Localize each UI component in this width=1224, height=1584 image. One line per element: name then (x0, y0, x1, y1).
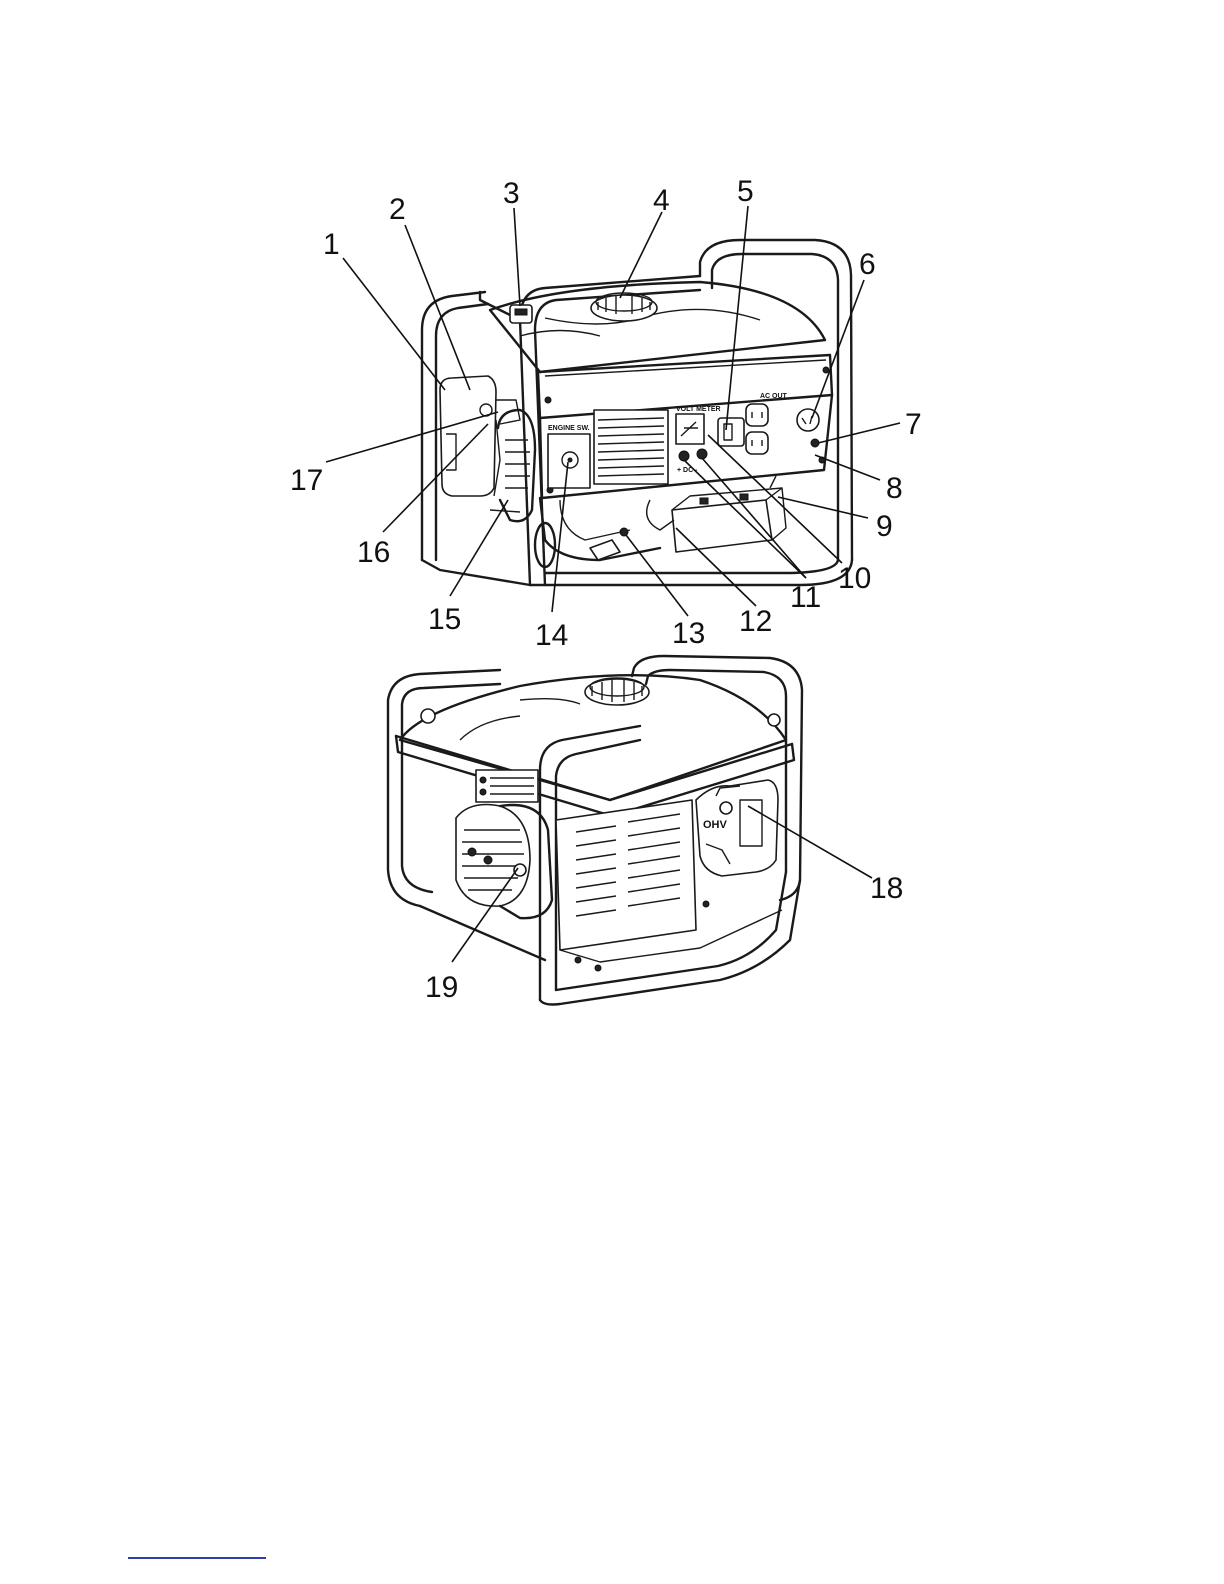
callout-16: 16 (357, 536, 390, 569)
callout-9: 9 (876, 510, 893, 543)
generator-front-view: ENGINE SW. VOLT METER + DC - AC OUT (422, 240, 852, 585)
callout-8: 8 (886, 472, 903, 505)
callout-3: 3 (503, 177, 520, 210)
callout-17: 17 (290, 464, 323, 497)
leader-line (450, 500, 508, 596)
callout-6: 6 (859, 248, 876, 281)
callout-15: 15 (428, 603, 461, 636)
callout-4: 4 (653, 184, 670, 217)
callout-14: 14 (535, 619, 568, 652)
leader-line (343, 258, 445, 390)
callout-19: 19 (425, 971, 458, 1004)
callout-7: 7 (905, 408, 922, 441)
leader-line (514, 208, 520, 306)
callout-11: 11 (790, 581, 821, 614)
callout-18: 18 (870, 872, 903, 905)
generator-rear-view: OHV (388, 656, 802, 1005)
engine-switch-label: ENGINE SW. (548, 425, 590, 432)
ohv-label: OHV (703, 819, 728, 831)
callout-13: 13 (672, 617, 705, 650)
ac-out-label: AC OUT (760, 393, 788, 400)
callout-10: 10 (838, 562, 871, 595)
callout-1: 1 (323, 228, 340, 261)
callout-5: 5 (737, 175, 754, 208)
volt-meter-label: VOLT METER (676, 406, 721, 413)
leader-line (818, 423, 900, 443)
callout-2: 2 (389, 193, 406, 226)
footnote-separator (128, 1557, 266, 1559)
callout-12: 12 (739, 605, 772, 638)
